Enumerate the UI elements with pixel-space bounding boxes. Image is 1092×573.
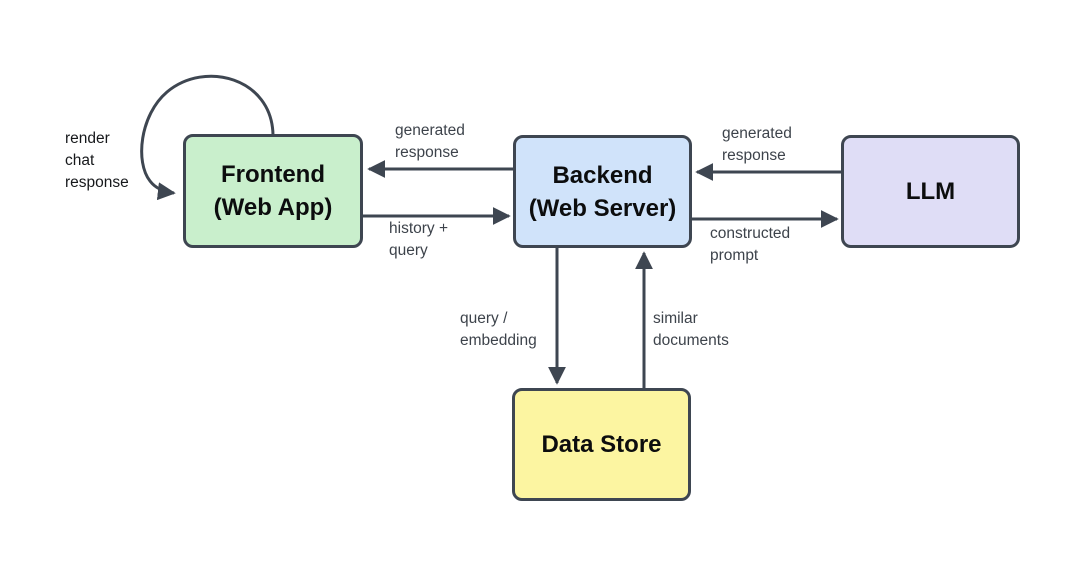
edge-label-query-embedding: query / embedding [460, 308, 537, 352]
edge-label-render-chat-response: render chat response [65, 128, 129, 194]
arrow-frontend-self-loop [140, 74, 275, 201]
edge-label-similar-documents: similar documents [653, 308, 729, 352]
node-backend: Backend (Web Server) [513, 135, 692, 248]
edge-label-history-query: history + query [389, 218, 449, 262]
edge-label-constructed-prompt: constructed prompt [710, 223, 791, 267]
node-frontend: Frontend (Web App) [183, 134, 363, 248]
node-datastore: Data Store [512, 388, 691, 501]
edge-label-generated-response-llm-backend: generated response [722, 123, 792, 167]
node-llm: LLM [841, 135, 1020, 248]
edge-label-generated-response-backend-frontend: generated response [395, 120, 465, 164]
